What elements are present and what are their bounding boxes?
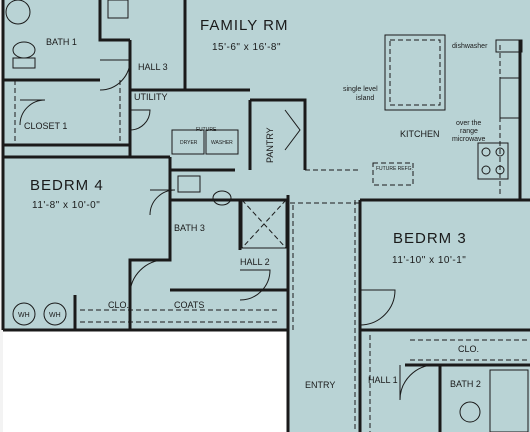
dryer-box	[171, 129, 205, 155]
water-heater-label: WH	[18, 312, 30, 319]
toilet-tank-bath1	[12, 57, 36, 69]
tub-bath1	[5, 0, 31, 25]
water-heater-1	[12, 302, 36, 326]
bedroom3-label: BEDRM 3	[393, 230, 467, 247]
range-burner	[495, 147, 505, 157]
dishwasher-box	[495, 39, 523, 53]
doors	[19, 59, 436, 401]
family-room-label: FAMILY RM	[200, 17, 288, 34]
pantry-label: PANTRY	[265, 127, 275, 163]
toilet-bath3	[212, 190, 232, 206]
bedroom3-size: 11'-10" x 10'-1"	[392, 255, 466, 266]
garage-area	[3, 330, 288, 432]
range-burner	[481, 165, 491, 175]
fridge-box	[372, 162, 414, 186]
closet-label: CLO.	[108, 300, 129, 310]
bedroom4-label: BEDRM 4	[30, 177, 104, 194]
hall2-label: HALL 2	[240, 257, 270, 267]
tub-bath2-basin	[489, 369, 529, 432]
island-label: island	[356, 95, 374, 102]
island-label: single level	[343, 86, 378, 93]
fridge-label: FUTURE REFG.	[376, 166, 413, 172]
kitchen-sink	[499, 77, 521, 119]
entry-label: ENTRY	[305, 380, 335, 390]
hall1-label: HALL 1	[368, 375, 398, 385]
closet1-label: CLOSET 1	[24, 121, 67, 131]
sink-bath1	[107, 0, 129, 19]
range-burner	[495, 165, 505, 175]
dryer-label: DRYER	[180, 140, 198, 146]
bath3-label: BATH 3	[174, 223, 205, 233]
coats-closet-label: COATS	[174, 300, 204, 310]
microwave-label: microwave	[452, 136, 486, 143]
dishwasher-label: dishwasher	[452, 43, 488, 50]
sink-bath3	[177, 175, 201, 193]
hall3-label: HALL 3	[138, 62, 168, 72]
washer-box	[205, 129, 239, 155]
tub-bath2	[459, 401, 481, 423]
fixtures	[5, 0, 529, 432]
washer-label: WASHER	[211, 140, 233, 146]
water-heater-2	[43, 302, 67, 326]
utility-label: UTILITY	[134, 92, 168, 102]
island-top	[389, 39, 441, 106]
kitchen-label: KITCHEN	[400, 129, 440, 139]
closet-label: CLO.	[458, 344, 479, 354]
shower-bath3	[241, 199, 287, 249]
range	[477, 142, 509, 180]
bedroom4-size: 11'-8" x 10'-0"	[32, 200, 100, 211]
dryer-future-label: FUTURE	[196, 127, 217, 133]
bath2-label: BATH 2	[450, 379, 481, 389]
openings	[14, 45, 530, 432]
bath1-label: BATH 1	[46, 37, 77, 47]
microwave-label: over the	[456, 120, 481, 127]
microwave-label: range	[460, 128, 478, 135]
island	[384, 34, 446, 111]
range-burner	[481, 147, 491, 157]
family-room-size: 15'-6" x 16'-8"	[212, 42, 281, 53]
water-heater-label: WH	[49, 312, 61, 319]
